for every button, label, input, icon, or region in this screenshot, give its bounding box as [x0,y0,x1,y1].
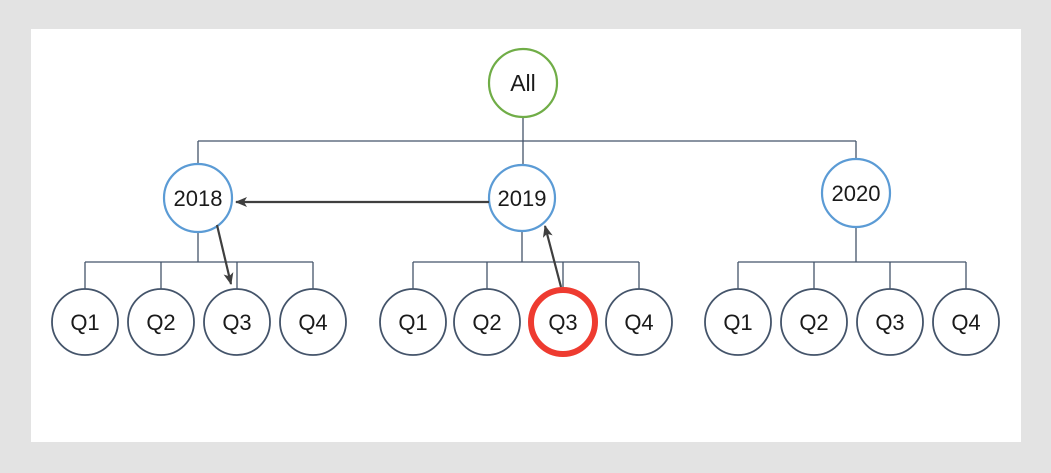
connector-2019-to-quarters [412,231,640,289]
node-2020-q1-circle [704,288,772,356]
node-2018-q4: Q4 [279,288,347,356]
node-2020-q4-circle [932,288,1000,356]
node-2018-q3-circle [203,288,271,356]
node-2019-q1-circle [379,288,447,356]
node-2018-q1-label: Q1 [70,310,99,335]
node-year-2019: 2019 [487,163,557,233]
node-2019-q2-circle [453,288,521,356]
node-2020-q4-label: Q4 [951,310,980,335]
node-2019-q2: Q2 [453,288,521,356]
node-2018-q2-label: Q2 [146,310,175,335]
node-2019-q4-circle [605,288,673,356]
node-2019-q1: Q1 [379,288,447,356]
node-2019-q1-label: Q1 [398,310,427,335]
node-2018-circle [162,162,234,234]
node-2020-q1: Q1 [704,288,772,356]
node-2020-q1-label: Q1 [723,310,752,335]
node-all-label: All [510,70,536,96]
node-2020-q4: Q4 [932,288,1000,356]
node-2018-q1-circle [51,288,119,356]
arrow-2018-to-2018-q3 [215,224,234,285]
arrow-2019-q3-to-2019 [542,225,563,288]
node-2019-q3-highlighted: Q3 [528,287,598,357]
node-all: All [487,47,559,119]
node-2018-q3: Q3 [203,288,271,356]
node-2018-q2: Q2 [127,288,195,356]
node-2019-q3-highlight-ring [528,287,598,357]
connector-root-to-years [197,117,857,165]
connector-2020-to-quarters [737,227,967,289]
node-2019-q2-label: Q2 [472,310,501,335]
node-2018-q3-label: Q3 [222,310,251,335]
node-2018-q1: Q1 [51,288,119,356]
node-2020-circle [820,157,892,229]
node-2020-q2-label: Q2 [799,310,828,335]
node-2020-q2: Q2 [780,288,848,356]
node-2020-q3-label: Q3 [875,310,904,335]
node-2019-circle [487,163,557,233]
connector-2018-to-quarters [84,232,314,289]
node-year-2020: 2020 [820,157,892,229]
node-2018-q4-circle [279,288,347,356]
node-2018-q4-label: Q4 [298,310,327,335]
node-2020-q3: Q3 [856,288,924,356]
node-2020-q2-circle [780,288,848,356]
node-2019-q4-label: Q4 [624,310,653,335]
node-2019-q4: Q4 [605,288,673,356]
node-year-2018: 2018 [162,162,234,234]
node-2018-q2-circle [127,288,195,356]
node-2018-label: 2018 [174,186,223,211]
node-all-circle [487,47,559,119]
node-2020-label: 2020 [832,181,881,206]
node-2019-q3-label: Q3 [548,310,577,335]
node-2020-q3-circle [856,288,924,356]
node-2019-label: 2019 [498,186,547,211]
